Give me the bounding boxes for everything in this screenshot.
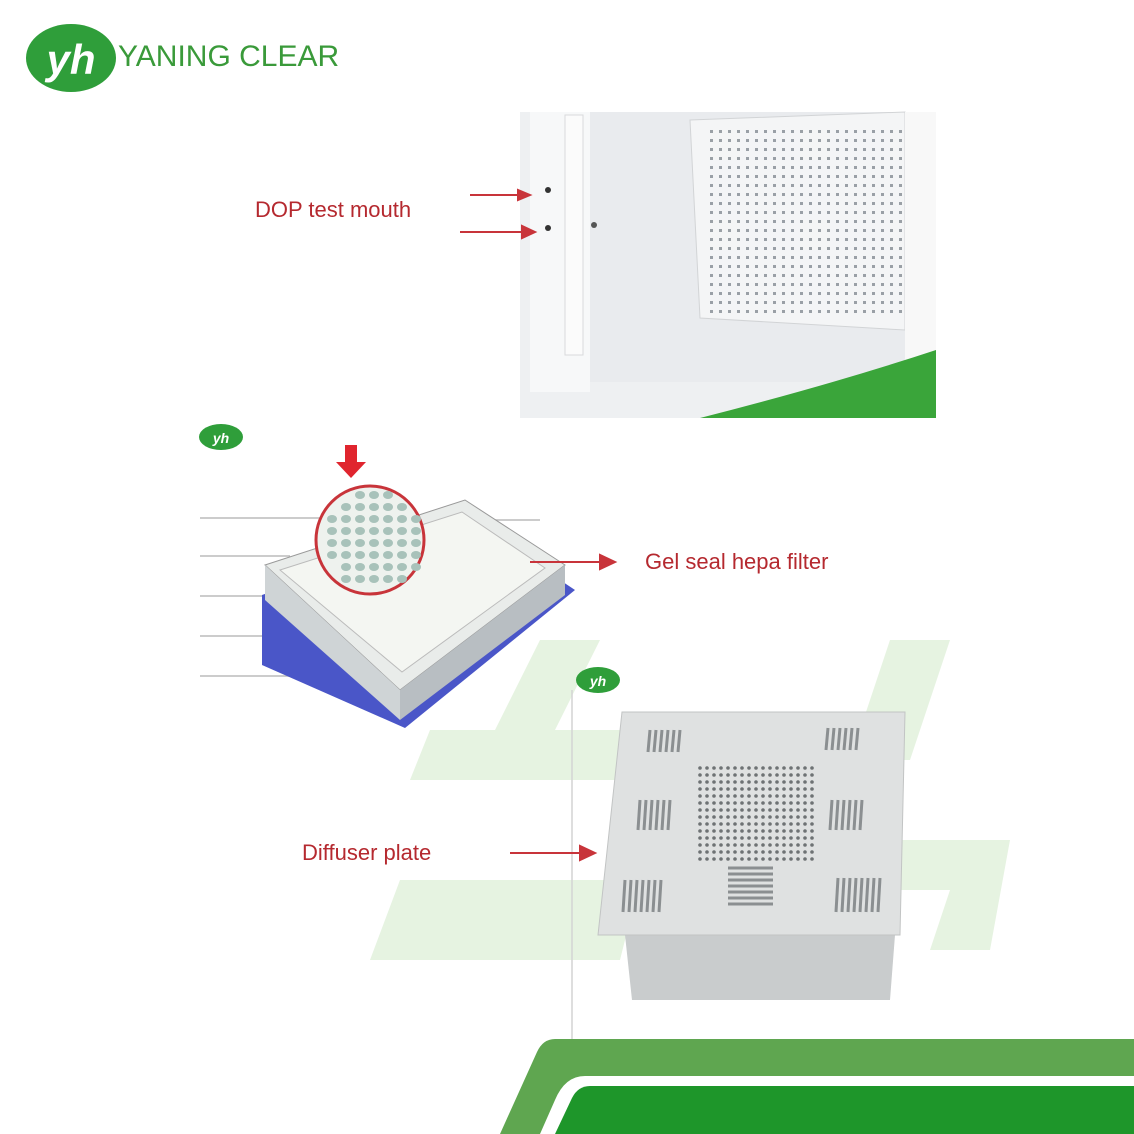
small-logo-icon: yh: [576, 667, 620, 693]
small-logo-icon: yh: [199, 424, 243, 450]
gel-seal-hepa-filter-label: Gel seal hepa filter: [645, 549, 829, 574]
svg-text:yh: yh: [589, 673, 606, 689]
svg-text:yh: yh: [44, 36, 95, 83]
dop-cabinet-photo: [520, 111, 936, 418]
footer-bands: [500, 1039, 1134, 1134]
brand-name: YANING CLEAR: [118, 40, 340, 73]
yh-logo-icon: yh: [26, 24, 116, 92]
hepa-filter-illustration: [200, 445, 618, 728]
diffuser-plate-label: Diffuser plate: [302, 840, 432, 865]
dop-arrows: [460, 188, 538, 240]
diffuser-plate-illustration: [510, 711, 906, 1000]
dop-test-mouth-label: DOP test mouth: [255, 197, 412, 222]
svg-text:yh: yh: [212, 430, 229, 446]
